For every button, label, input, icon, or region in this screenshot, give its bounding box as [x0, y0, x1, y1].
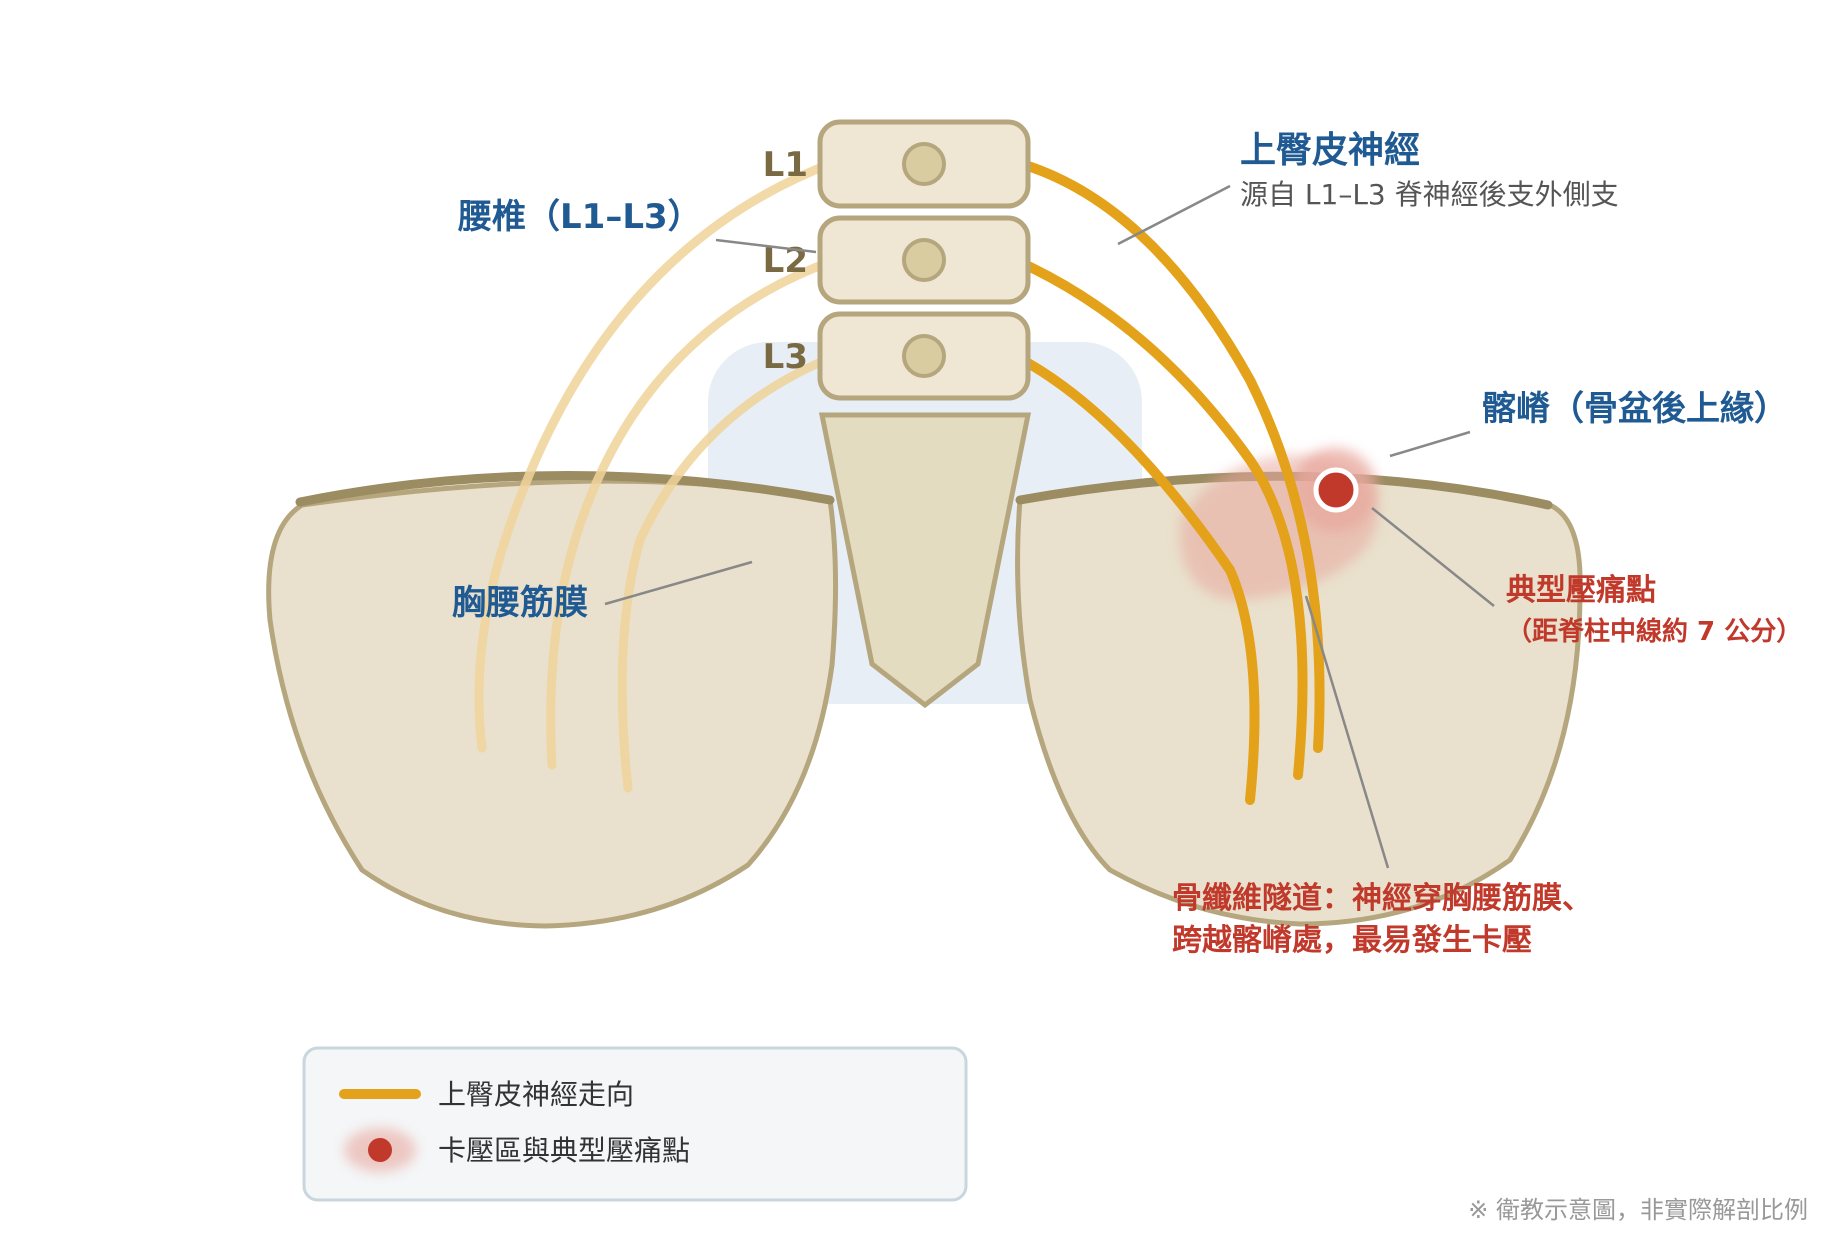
- legend: 上臀皮神經走向 卡壓區與典型壓痛點: [302, 1046, 968, 1202]
- legend-label-compression: 卡壓區與典型壓痛點: [438, 1134, 690, 1167]
- right-nerve-l2: [1010, 255, 1308, 780]
- nerve-title: 上臀皮神經: [1240, 130, 1420, 171]
- right-nerve-l3: [1010, 351, 1260, 805]
- vertebra-l2: L2: [763, 215, 1031, 305]
- left-nerve-l1: [474, 157, 840, 753]
- vertebra-disc: [902, 238, 946, 282]
- leader-tunnel: [1304, 595, 1390, 869]
- right-nerve-l1: [1010, 157, 1325, 753]
- vertebra-l1: L1: [763, 119, 1031, 209]
- leader-lumbar: [715, 238, 817, 254]
- vertebra-label: L1: [763, 145, 808, 185]
- tender-point-label: 典型壓痛點: [1506, 573, 1656, 608]
- leader-tender: [1371, 507, 1495, 607]
- leader-lines: [604, 184, 1495, 869]
- legend-label-nerve: 上臀皮神經走向: [438, 1078, 634, 1111]
- vertebra-label: L3: [763, 337, 808, 377]
- left-nerve-l3: [617, 351, 840, 793]
- left-nerve-l2: [546, 255, 840, 770]
- left-iliac-crest: [295, 471, 835, 507]
- tunnel-note-line1: 骨纖維隧道：神經穿胸腰筋膜、: [1172, 881, 1592, 916]
- nerve-origin-text: 源自 L1–L3 脊神經後支外側支: [1240, 178, 1619, 211]
- lumbar-vertebrae-label: 腰椎（L1–L3）: [458, 197, 702, 237]
- leader-crest: [1389, 430, 1471, 458]
- sacrum: [818, 412, 1032, 709]
- vertebra-disc: [902, 334, 946, 378]
- footnote: ※ 衛教示意圖，非實際解剖比例: [1468, 1196, 1808, 1224]
- right-nerve-paths: [1010, 157, 1325, 805]
- fascia-label: 胸腰筋膜: [452, 583, 588, 623]
- left-nerve-paths: [474, 157, 840, 793]
- vertebra-disc: [902, 142, 946, 186]
- legend-box: [302, 1046, 968, 1202]
- leader-nerve: [1117, 184, 1231, 246]
- tender-point-distance: （距脊柱中線約 7 公分）: [1506, 616, 1802, 647]
- iliac-crest-label: 髂嵴（骨盆後上緣）: [1482, 389, 1788, 429]
- tender-point-dot: [1313, 467, 1359, 513]
- leader-fascia: [604, 560, 753, 606]
- compression-dot-swatch: [368, 1138, 392, 1162]
- vertebra-l3: L3: [763, 311, 1031, 401]
- tunnel-note-line2: 跨越髂嵴處，最易發生卡壓: [1172, 923, 1532, 958]
